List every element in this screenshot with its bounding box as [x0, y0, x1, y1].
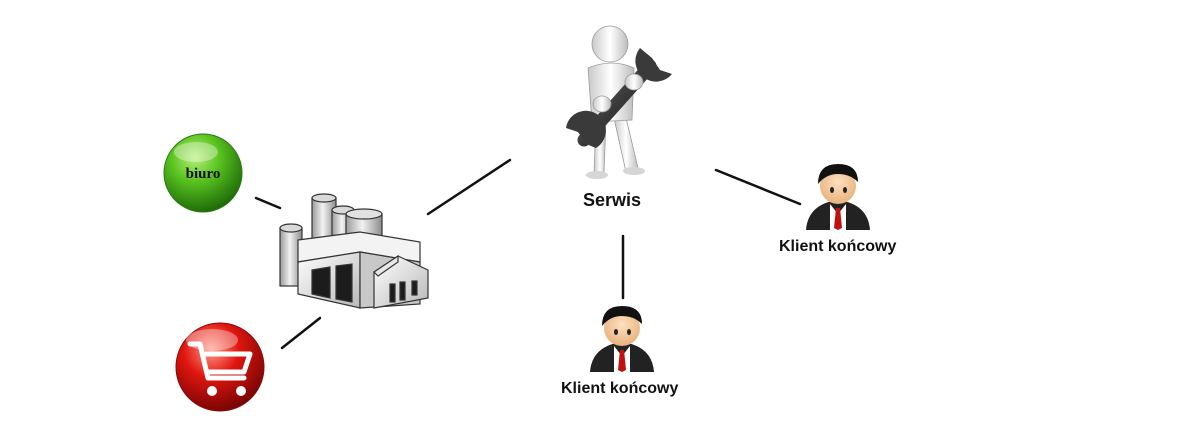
connector-serwis-klient-right [714, 168, 802, 206]
serwis-label: Serwis [583, 190, 642, 210]
klient-right-label: Klient końcowy [779, 238, 897, 255]
businessman-avatar-icon [590, 306, 654, 372]
connector-factory-serwis [426, 158, 512, 216]
connector-biuro-factory [254, 196, 282, 210]
shopping-cart-icon [187, 341, 253, 381]
figure-with-wrench-icon [566, 25, 672, 179]
businessman-avatar-icon [806, 164, 870, 230]
biuro-node: biuro [163, 133, 243, 213]
klient-bottom-label: Klient końcowy [561, 380, 679, 397]
biuro-label: biuro [186, 166, 221, 182]
shop-node [175, 322, 265, 412]
klient-right-node [806, 164, 870, 230]
factory-icon [279, 193, 429, 309]
klient-bottom-node [590, 306, 654, 372]
connector-lines [254, 158, 802, 350]
wrench-icon [566, 48, 672, 148]
connector-shop-factory [280, 316, 322, 350]
